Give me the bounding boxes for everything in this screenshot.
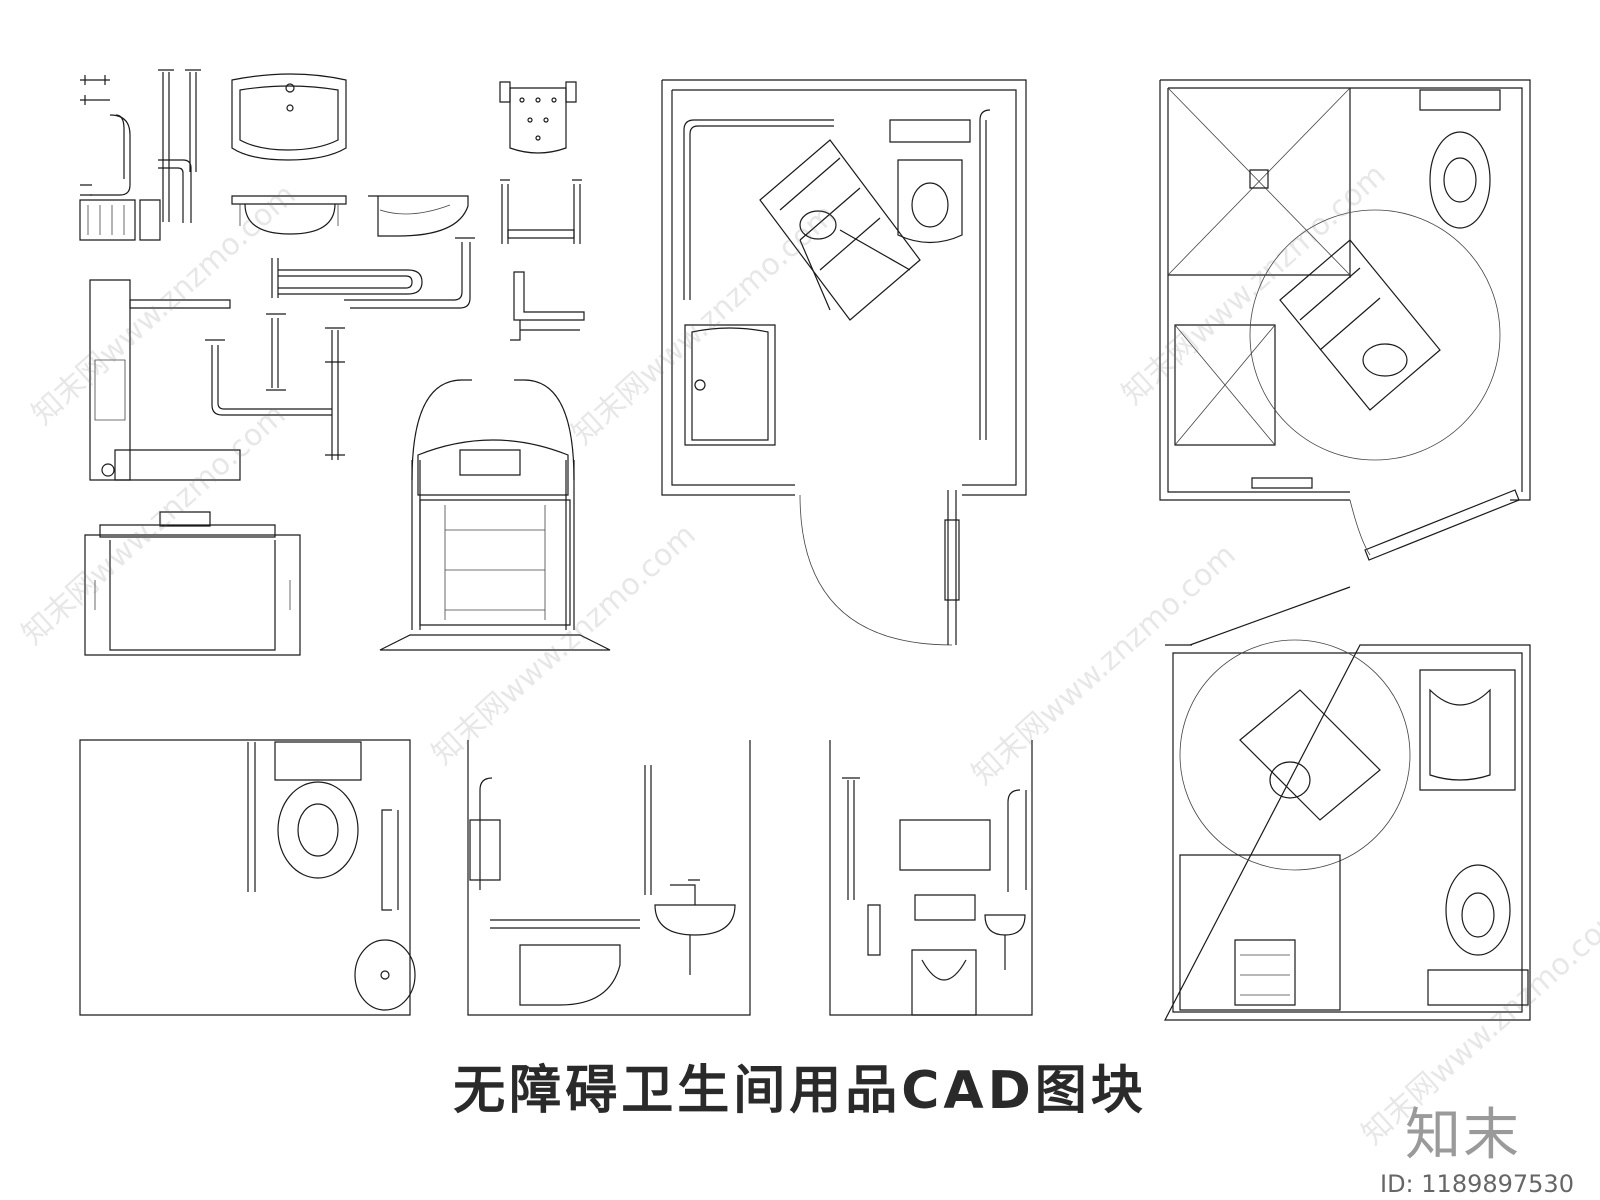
urinal-icon: [912, 950, 976, 1015]
bathtub-icon: [685, 325, 775, 445]
basin-side-view-icon: [368, 196, 468, 236]
u-shaped-grab-bar-icon: [272, 258, 422, 298]
floor-plan-bathroom-wheelchair: [662, 80, 1026, 645]
elevation-toilet-and-urinal: [830, 740, 1032, 1015]
wheelchair-icon: [1280, 240, 1440, 410]
toilet-icon: [900, 820, 990, 920]
undermount-basin-icon: [232, 196, 346, 234]
swing-grab-bar-icon: [205, 314, 345, 460]
vertical-grab-bar-icon: [158, 70, 201, 223]
corner-grab-bar-icon: [510, 272, 584, 340]
basin-icon: [985, 915, 1025, 970]
shower-tray-icon: [1175, 325, 1275, 445]
bench-seat-icon: [85, 512, 300, 655]
toilet-icon: [1420, 90, 1500, 228]
toilet-icon: [890, 120, 970, 243]
door-swing-icon: [1252, 478, 1519, 560]
asset-id-label: ID: 1189897530: [1380, 1170, 1574, 1198]
bathtub-icon: [1180, 855, 1340, 1010]
toilet-icon: [470, 820, 620, 1005]
toilet-icon: [275, 742, 361, 878]
turning-circle-icon: [1180, 640, 1410, 870]
floor-plan-shower-room-turning-circle: [1160, 80, 1530, 560]
grab-bar-icon: [480, 765, 651, 928]
door-swing-icon: [800, 490, 959, 645]
grab-bar-icon: [842, 778, 1026, 900]
wall-grab-bar-icon: [80, 75, 130, 195]
wheelchair-icon: [1240, 690, 1380, 820]
floor-plan-bathroom-with-tub: [1165, 587, 1530, 1020]
shower-seat-icon: [500, 82, 576, 153]
fold-down-seat-icon: [500, 180, 582, 244]
elevation-toilet-and-basin: [468, 740, 750, 1015]
folding-grab-bar-icon: [80, 200, 160, 240]
sheet-title: 无障碍卫生间用品CAD图块: [453, 1061, 1147, 1121]
shower-chair-icon: [380, 380, 610, 650]
toilet-icon: [1428, 865, 1528, 1005]
basin-icon: [355, 940, 415, 1010]
wall-basin-icon: [232, 74, 346, 160]
basin-icon: [655, 880, 735, 975]
hinged-support-arm-icon: [90, 280, 240, 480]
basin-icon: [1420, 670, 1515, 790]
grab-bar-icon: [382, 810, 398, 910]
elevation-toilet-with-grab-bar: [80, 740, 415, 1015]
component-library: [80, 70, 610, 655]
grab-bar-icon: [684, 110, 990, 440]
l-shaped-grab-bar-icon: [344, 238, 475, 308]
turning-circle-icon: [1250, 210, 1500, 460]
wheelchair-icon: [760, 140, 920, 320]
brand-logo: 知末: [1405, 1103, 1521, 1168]
